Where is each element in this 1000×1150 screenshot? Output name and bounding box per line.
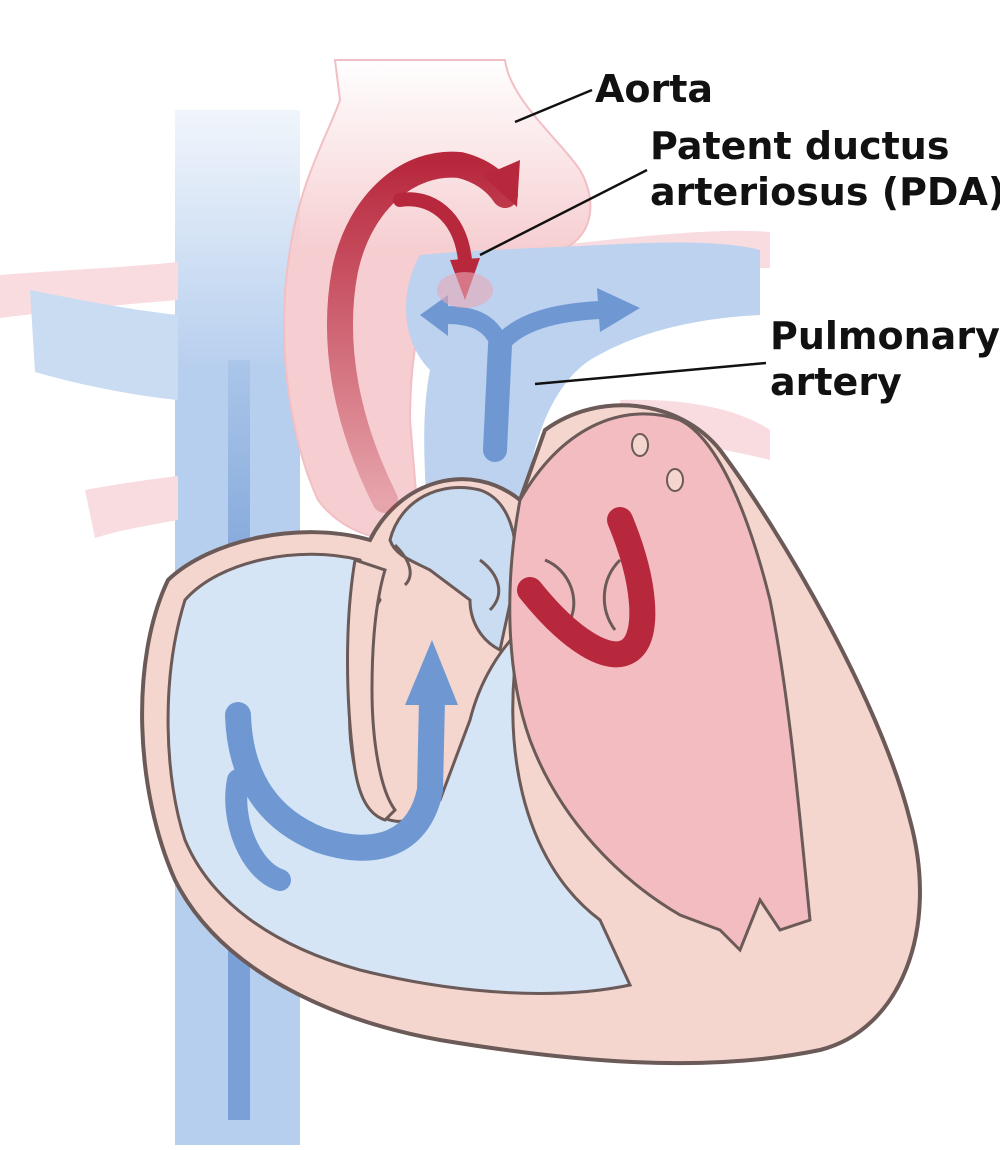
tricuspid-valve — [479, 558, 501, 612]
blue-flow-arrowhead-right — [597, 288, 640, 332]
leader-line-aorta — [514, 88, 593, 124]
pda-mixing-zone — [437, 272, 493, 308]
label-pda-line1: Patent ductus — [650, 124, 950, 168]
mitral-valve — [544, 558, 576, 621]
label-pda-line2: arteriosus (PDA) — [650, 170, 1000, 214]
pulmonary-valve — [393, 543, 412, 587]
label-aorta: Aorta — [595, 67, 714, 111]
label-pulmonary-line1: Pulmonary — [770, 314, 1000, 358]
blue-flow-arrow — [225, 687, 445, 861]
pulmonary-flow-right — [491, 301, 609, 354]
red-flow-aortic-arch — [327, 151, 518, 513]
aortic-valve — [602, 558, 622, 631]
blue-flow-arrowhead-left — [420, 295, 448, 336]
red-flow-pda — [393, 192, 472, 267]
pulmonary-flow-trunk — [483, 333, 512, 462]
leader-line-pulmonary — [534, 361, 767, 386]
left-pink-vessel-lower — [85, 476, 178, 538]
leader-line-pda — [479, 168, 648, 257]
pulmonary-vein-opening-1 — [631, 433, 649, 457]
label-pulmonary-line2: artery — [770, 360, 902, 404]
pulmonary-vein-opening-2 — [666, 468, 684, 492]
septum — [346, 558, 397, 822]
blue-flow-arrowhead — [405, 640, 458, 705]
left-pulmonary-branch — [30, 290, 178, 400]
label-pda: Patent ductus arteriosus (PDA) — [650, 123, 1000, 215]
label-pulmonary-artery: Pulmonary artery — [770, 313, 1000, 405]
red-flow-lv — [517, 507, 656, 668]
red-flow-arrowhead-aorta — [483, 160, 520, 207]
left-ventricle — [508, 412, 812, 953]
blue-flow-lower — [225, 769, 291, 891]
